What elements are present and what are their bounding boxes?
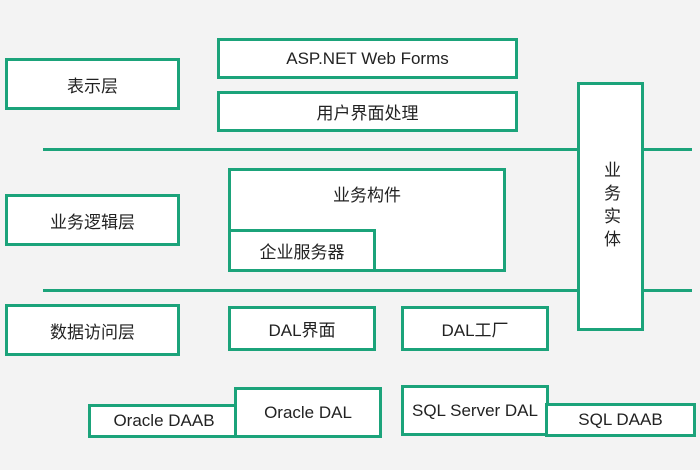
dal-interface-box: DAL界面 (228, 306, 376, 351)
layer-data-access-label: 数据访问层 (50, 322, 135, 342)
oracle-dal-label: Oracle DAL (264, 402, 352, 422)
sql-daab-box: SQL DAAB (545, 403, 696, 437)
dal-factory-box: DAL工厂 (401, 306, 549, 351)
enterprise-services-label: 企业服务器 (259, 243, 345, 262)
layer-business: 业务逻辑层 (5, 194, 180, 246)
separator-line-top (43, 148, 692, 151)
oracle-daab-label: Oracle DAAB (113, 411, 215, 430)
layer-data-access: 数据访问层 (5, 304, 180, 356)
business-entity-label: 业务实体 (601, 160, 620, 253)
dal-factory-label: DAL工厂 (441, 321, 509, 340)
oracle-dal-box: Oracle DAL (234, 387, 382, 438)
web-forms-label: ASP.NET Web Forms (286, 48, 449, 68)
separator-line-bottom (43, 289, 692, 292)
web-forms-box: ASP.NET Web Forms (217, 38, 518, 79)
business-entity-box: 业务实体 (577, 82, 644, 331)
sql-daab-label: SQL DAAB (578, 410, 663, 429)
layer-presentation-label: 表示层 (67, 76, 118, 96)
ui-processing-label: 用户界面处理 (316, 104, 419, 123)
sqlserver-dal-label: SQL Server DAL (412, 400, 538, 420)
business-components-label: 业务构件 (333, 186, 401, 205)
ui-processing-box: 用户界面处理 (217, 91, 518, 132)
sqlserver-dal-box: SQL Server DAL (401, 385, 549, 436)
layer-business-label: 业务逻辑层 (50, 212, 135, 232)
dal-interface-label: DAL界面 (268, 321, 336, 340)
enterprise-services-box: 企业服务器 (228, 229, 376, 272)
layer-presentation: 表示层 (5, 58, 180, 110)
oracle-daab-box: Oracle DAAB (88, 404, 240, 438)
